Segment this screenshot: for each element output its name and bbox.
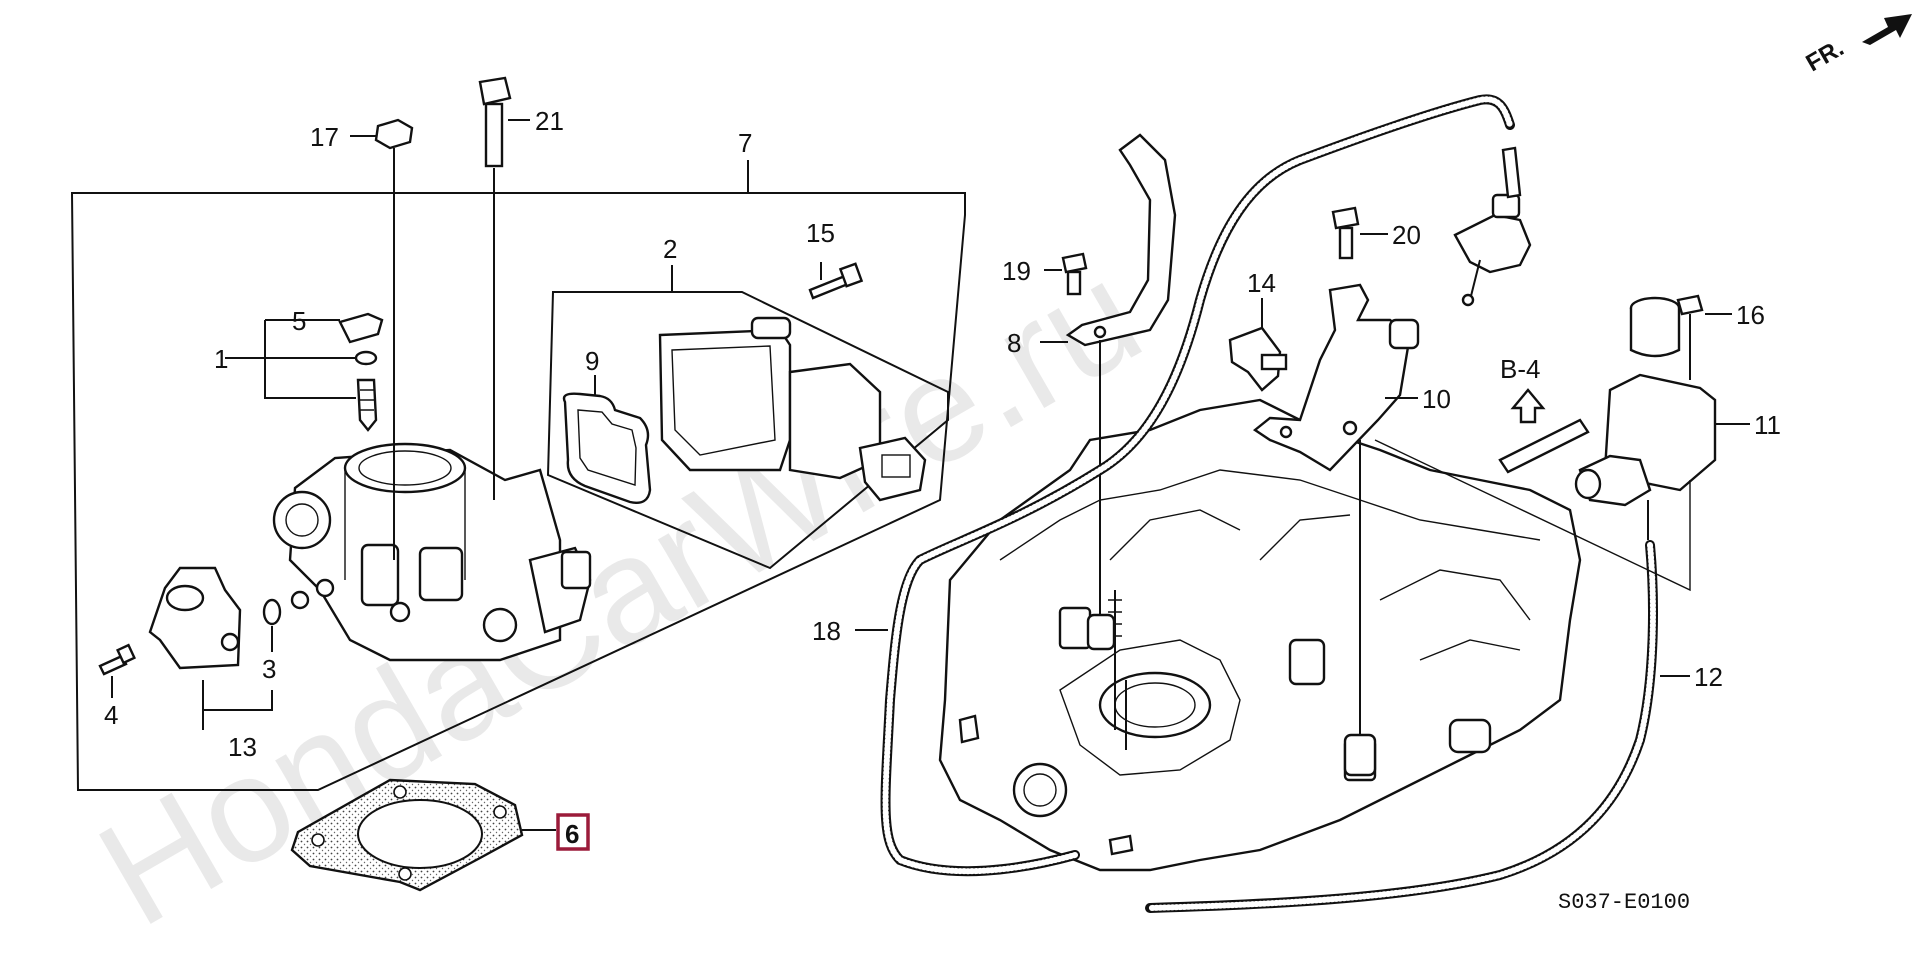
direction-label: FR. bbox=[1802, 34, 1849, 77]
throttle-body bbox=[272, 442, 592, 662]
iacv-assembly-outline bbox=[546, 291, 949, 570]
callout-12: 12 bbox=[1694, 662, 1723, 692]
callout-18: 18 bbox=[812, 616, 841, 646]
callout-5: 5 bbox=[292, 306, 306, 336]
callout-9: 9 bbox=[585, 346, 599, 376]
screw-4 bbox=[98, 643, 136, 676]
callout-21: 21 bbox=[535, 106, 564, 136]
vacuum-hose-12 bbox=[1145, 540, 1658, 913]
callout-20: 20 bbox=[1392, 220, 1421, 250]
callout-3: 3 bbox=[262, 654, 276, 684]
callout-15: 15 bbox=[806, 218, 835, 248]
throttle-body-gasket bbox=[290, 778, 524, 892]
nut-17 bbox=[374, 118, 414, 560]
callout-14: 14 bbox=[1247, 268, 1276, 298]
solenoid-valve-11 bbox=[1498, 296, 1717, 540]
bolt-21 bbox=[478, 76, 512, 500]
callout-16: 16 bbox=[1736, 300, 1765, 330]
reference-label[interactable]: B-4 bbox=[1500, 354, 1540, 384]
studs bbox=[1108, 590, 1127, 750]
callout-7: 7 bbox=[738, 128, 752, 158]
diagram-code: S037-E0100 bbox=[1558, 890, 1690, 915]
front-arrow-icon bbox=[1862, 14, 1912, 45]
bolt-16 bbox=[1676, 294, 1704, 380]
o-ring-3 bbox=[262, 598, 282, 626]
callout-6-highlight-box[interactable] bbox=[556, 813, 590, 851]
idle-air-control-valve bbox=[658, 316, 927, 502]
screw-assembly-1 bbox=[338, 312, 384, 432]
vacuum-hose-18 bbox=[880, 94, 1515, 877]
bracket-8 bbox=[1065, 133, 1177, 651]
throttle-body-assembly-outline bbox=[70, 192, 966, 791]
check-valve bbox=[1453, 146, 1532, 307]
intake-manifold bbox=[938, 398, 1582, 872]
bolt-15 bbox=[808, 262, 864, 300]
bolt-20 bbox=[1331, 206, 1360, 260]
bracket-10 bbox=[1252, 283, 1420, 777]
callout-1: 1 bbox=[214, 344, 228, 374]
callout-10: 10 bbox=[1422, 384, 1451, 414]
front-direction-indicator: FR. bbox=[1802, 14, 1912, 77]
bolt-19 bbox=[1061, 252, 1088, 296]
callout-2: 2 bbox=[663, 234, 677, 264]
callout-11: 11 bbox=[1754, 410, 1781, 440]
reference-b4: B-4 bbox=[1500, 354, 1546, 424]
up-arrow-icon bbox=[1510, 388, 1546, 424]
callout-13: 13 bbox=[228, 732, 257, 762]
callout-17: 17 bbox=[310, 122, 339, 152]
clip-14 bbox=[1228, 326, 1288, 392]
callout-8: 8 bbox=[1007, 328, 1021, 358]
solenoid-leader-line bbox=[1374, 439, 1691, 592]
iacv-gasket bbox=[562, 392, 652, 504]
throttle-position-sensor bbox=[148, 566, 242, 670]
callout-4: 4 bbox=[104, 700, 118, 730]
callout-6: 6 bbox=[565, 819, 579, 849]
callout-19: 19 bbox=[1002, 256, 1031, 286]
